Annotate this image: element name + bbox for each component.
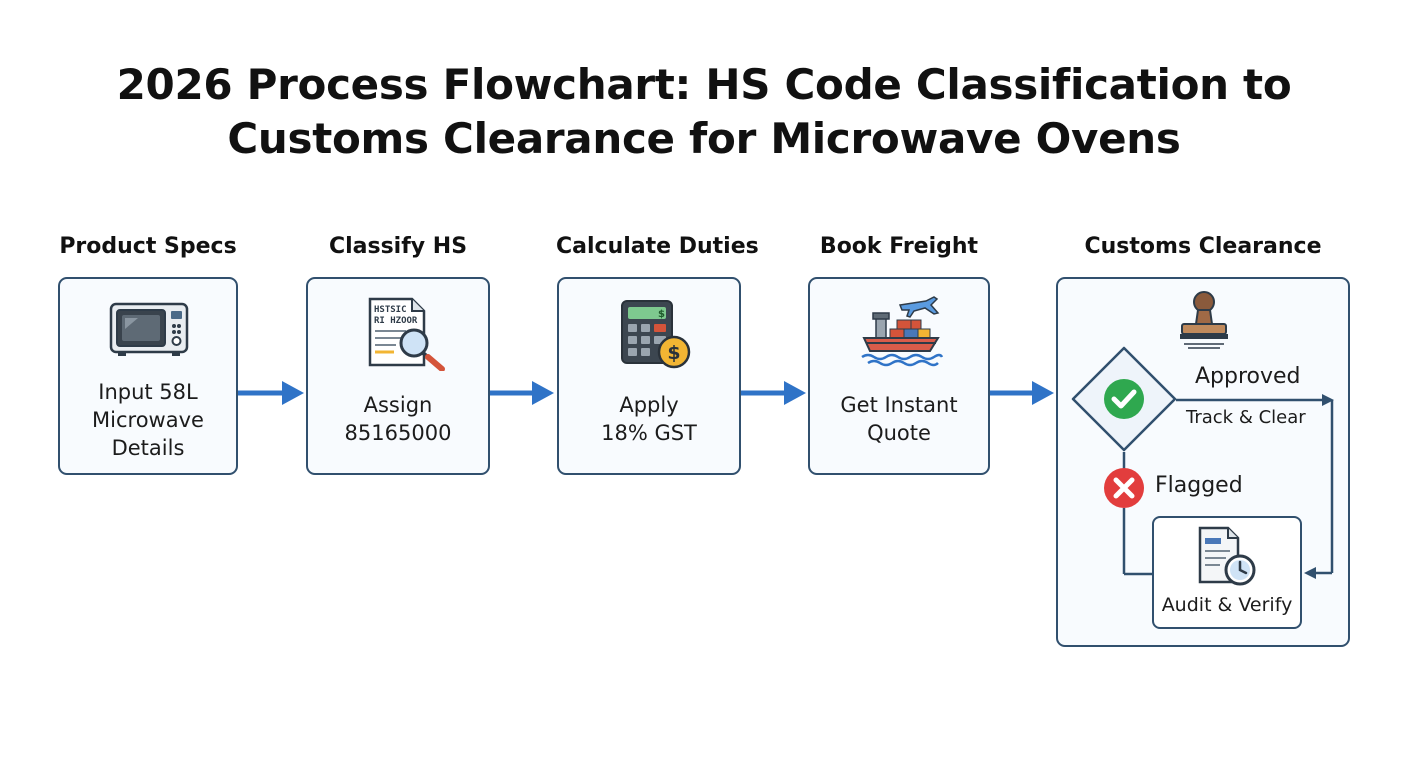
svg-text:HSTSIC: HSTSIC [374,305,407,315]
flow-arrow-3 [741,381,806,405]
rubber-stamp-icon [1180,291,1228,349]
step-text-book-freight: Get Instant Quote [840,393,958,445]
svg-text:$: $ [667,342,680,364]
check-circle-icon [1104,379,1144,419]
flagged-label: Flagged [1155,473,1243,498]
audit-verify-label: Audit & Verify [1161,594,1293,616]
approved-action-label: Track & Clear [1186,407,1306,428]
ship-plane-icon [861,296,944,367]
step-label-customs-clearance: Customs Clearance [1084,234,1322,259]
customs-connector-lines [1122,394,1334,579]
flow-arrow-4 [990,381,1054,405]
page-title: 2026 Process Flowchart: HS Code Classifi… [0,58,1408,166]
svg-text:RI HZOOR: RI HZOOR [374,316,418,326]
title-line-1: 2026 Process Flowchart: HS Code Classifi… [116,60,1292,109]
calculator-dollar-icon: $ $ [621,300,691,369]
flow-arrow-1 [238,381,304,405]
step-label-product-specs: Product Specs [59,234,237,259]
title-line-2: Customs Clearance for Microwave Ovens [227,114,1181,163]
step-label-calculate-duties: Calculate Duties [556,234,759,259]
step-card-book-freight[interactable]: Get Instant Quote [808,277,990,475]
step-text-classify-hs: Assign 85165000 [344,393,452,445]
approved-label: Approved [1195,364,1301,389]
microwave-icon [109,302,189,356]
x-circle-icon [1104,468,1144,508]
step-label-book-freight: Book Freight [819,234,979,259]
step-card-product-specs[interactable]: Input 58L Microwave Details [58,277,238,475]
step-card-calculate-duties[interactable]: $ $ Apply 18% GST [557,277,741,475]
step-label-classify-hs: Classify HS [328,234,468,259]
document-clock-icon [1198,526,1256,586]
document-magnifier-icon: HSTSIC RI HZOOR [368,297,445,371]
flow-arrow-2 [490,381,554,405]
step-card-classify-hs[interactable]: HSTSIC RI HZOOR Assign 85165000 [306,277,490,475]
svg-text:$: $ [658,309,665,320]
step-text-product-specs: Input 58L Microwave Details [92,380,204,460]
step-text-calculate-duties: Apply 18% GST [601,393,697,445]
